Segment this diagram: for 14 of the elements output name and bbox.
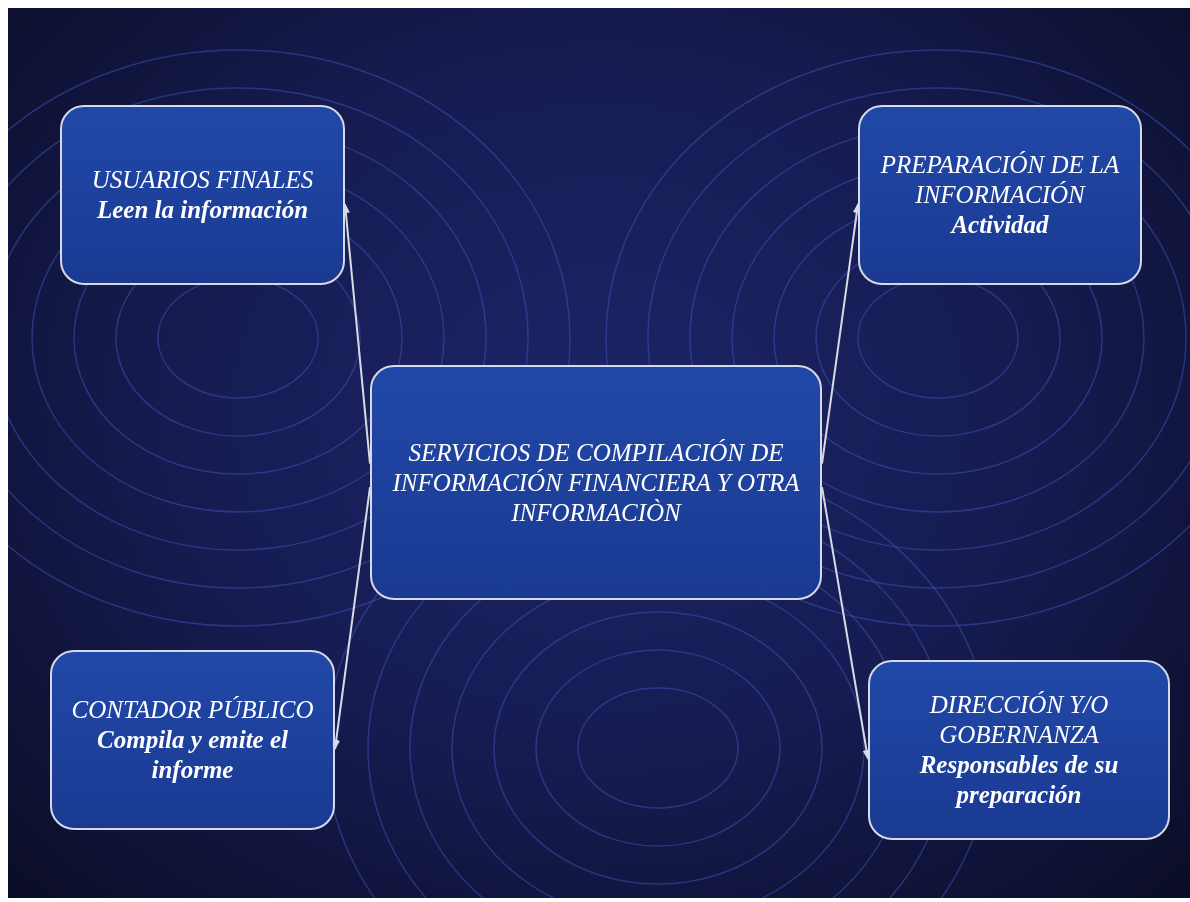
- rounded-box: [50, 650, 335, 830]
- box-heading: USUARIOS FINALES: [91, 165, 314, 195]
- box-text: Compila y emite el informe: [96, 725, 289, 785]
- box-text: Responsables de su preparación: [918, 750, 1120, 810]
- rounded-box: [858, 105, 1142, 285]
- box-text: Leen la información: [96, 195, 309, 225]
- box-heading: CONTADOR PÚBLICO: [71, 695, 314, 725]
- box-text: SERVICIOS DE COMPILACIÓN DE INFORMACIÓN FINANCIERA Y OTRA INFORMACIÒN: [391, 437, 801, 528]
- box-text: Actividad: [951, 210, 1049, 240]
- rounded-box: [370, 365, 822, 600]
- rounded-box: [60, 105, 345, 285]
- box-heading: DIRECCIÓN Y/O GOBERNANZA: [928, 690, 1110, 750]
- box-heading: PREPARACIÓN DE LA INFORMACIÓN: [879, 150, 1121, 210]
- rounded-box: [868, 660, 1170, 840]
